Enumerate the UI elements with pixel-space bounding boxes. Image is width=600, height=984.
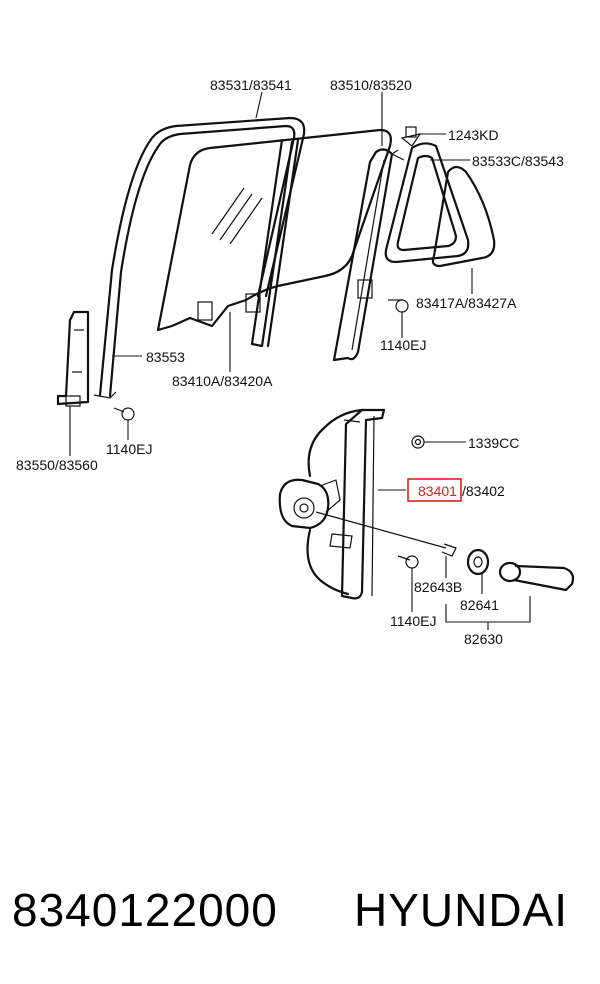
center-channel [250,138,300,348]
label-83553: 83553 [146,349,185,365]
quarter-glass-frame [384,142,470,264]
washer-82641 [466,548,490,576]
highlight-box [407,478,462,502]
label-83550: 83550/83560 [16,457,98,473]
nut-1339cc [411,435,425,449]
label-83410a: 83410A/83420A [172,373,273,389]
brand-caption: HYUNDAI [354,884,568,936]
lower-channel-83550 [56,310,90,407]
bolt-1140ej-upper [388,299,409,313]
label-83417a: 83417A/83427A [416,295,517,311]
rear-channel [332,148,405,362]
label-83510: 83510/83520 [330,77,412,93]
label-83533c: 83533C/83543 [472,153,564,169]
label-83531: 83531/83541 [210,77,292,93]
label-83401: 83401 [418,483,457,499]
label-83402: /83402 [462,483,505,499]
bolt-1140ej-lower [397,555,419,569]
glass-run-channel [93,116,306,399]
label-1243kd: 1243KD [448,127,499,143]
label-1140ej-upper: 1140EJ [380,337,426,353]
label-1339cc: 1339CC [468,435,519,451]
regulator-motor [278,478,447,549]
clip-82643b [441,543,457,557]
label-1140ej-lower: 1140EJ [390,613,436,629]
label-82643b: 82643B [414,579,462,595]
label-82630: 82630 [464,631,503,647]
quarter-glass [431,165,496,268]
label-82641: 82641 [460,597,499,613]
label-1140ej-left: 1140EJ [106,441,152,457]
leader-lines [69,91,531,630]
window-regulator [306,408,386,600]
window-handle-82630 [498,561,575,592]
part-number-caption: 8340122000 [12,884,278,936]
screw-1243kd [400,126,422,147]
bolt-1140ej-left [113,407,135,421]
door-glass [156,128,392,332]
